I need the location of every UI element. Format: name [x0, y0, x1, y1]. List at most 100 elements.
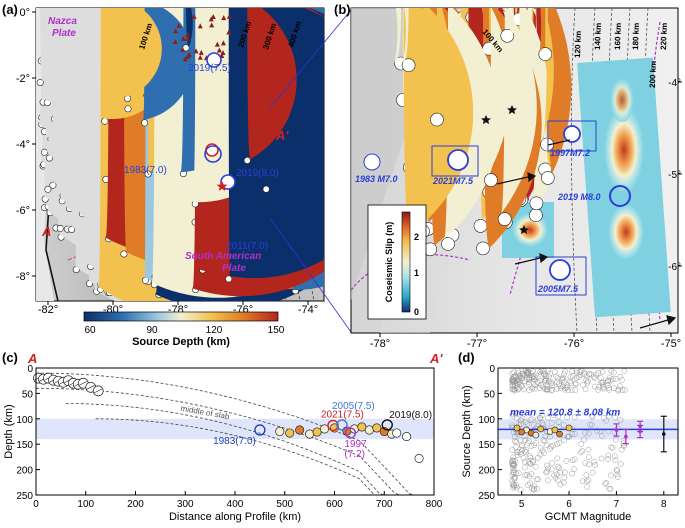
- panel-d-xlabel: GCMT Magnitude: [545, 511, 632, 523]
- event-1997-marker: [204, 145, 222, 163]
- background-event: [595, 369, 602, 376]
- background-event: [533, 476, 540, 483]
- background-event: [546, 373, 552, 380]
- background-event: [605, 456, 611, 462]
- background-event: [554, 455, 561, 462]
- background-event: [571, 431, 578, 437]
- background-event: [509, 458, 516, 465]
- background-event: [612, 414, 618, 421]
- background-event: [584, 378, 591, 385]
- volcano-icon: [209, 22, 215, 28]
- background-event: [603, 479, 610, 486]
- background-event: [539, 420, 546, 427]
- panel-d-y-tick: 50: [484, 389, 496, 400]
- background-event: [615, 386, 622, 393]
- mean-label: mean = 120.8 ± 8.08 km: [510, 407, 620, 418]
- background-event: [527, 460, 533, 467]
- background-event: [521, 464, 528, 471]
- background-event: [605, 378, 612, 385]
- background-event: [512, 382, 518, 389]
- panel-c-x-tick: 500: [276, 499, 293, 510]
- background-event: [511, 461, 518, 468]
- background-event: [553, 373, 560, 380]
- background-event: [544, 462, 550, 469]
- event-b-2021: 2021M7.5: [432, 176, 474, 186]
- panel-c-y-tick: 250: [16, 491, 33, 502]
- background-event: [519, 415, 526, 422]
- panel-b-x-tick: -76°: [564, 338, 584, 350]
- background-event: [617, 417, 624, 423]
- background-event: [567, 378, 574, 385]
- panel-c-xlabel: Distance along Profile (km): [169, 511, 301, 523]
- contour-b-200: 200 km: [648, 61, 658, 88]
- background-event: [580, 382, 587, 388]
- panel-a-axis: -82°-80°-78°-76°-74°0°-2°-4°-6°-8°: [16, 7, 318, 316]
- panel-c-x-tick: 0: [33, 499, 39, 510]
- background-event: [610, 369, 617, 376]
- background-event: [583, 472, 590, 479]
- background-event: [577, 372, 584, 378]
- depth-colorbar-tick: 120: [206, 325, 223, 336]
- background-event: [585, 430, 592, 437]
- panel-c-ylabel: Depth (km): [3, 404, 15, 458]
- volcano-icon: [226, 13, 232, 19]
- background-event: [539, 447, 546, 454]
- background-event: [510, 469, 517, 476]
- event-point: [305, 429, 315, 439]
- background-event: [522, 378, 528, 385]
- background-event: [514, 410, 521, 417]
- contour-b-220: 220 km: [659, 23, 669, 50]
- background-event: [560, 479, 567, 486]
- background-event: [511, 438, 518, 445]
- circle-2021: [447, 149, 469, 171]
- box-2005: [535, 256, 587, 296]
- background-event: [510, 411, 516, 418]
- panel-c: (c) middle of slab1983(7.0)2021(7.5)2005…: [2, 350, 443, 523]
- background-event: [585, 477, 592, 484]
- profile-start-label: A: [27, 351, 37, 366]
- background-event: [614, 467, 621, 474]
- profile-end-label: A': [275, 128, 289, 143]
- profile-end-label: A': [429, 351, 443, 366]
- labeled-event-marker: [336, 419, 348, 431]
- contour-b-140: 140 km: [593, 23, 603, 50]
- background-event: [599, 369, 606, 375]
- large-event-errorbar: [660, 415, 667, 453]
- labeled-event-text: 2005(7.5): [332, 401, 375, 412]
- panel-a-y-tick: -4°: [16, 139, 30, 151]
- background-event: [547, 445, 553, 452]
- panel-c-y-tick: 150: [16, 440, 33, 451]
- background-event: [518, 417, 525, 424]
- panel-a: -82°-80°-78°-76°-74°0°-2°-4°-6°-8° (a) N…: [2, 2, 352, 348]
- panel-d-x-tick: 7: [614, 499, 620, 510]
- panel-b-y-tick: -4°: [668, 78, 681, 89]
- event-point: [414, 453, 424, 463]
- labeled-event-text: 2019(8.0): [389, 410, 432, 421]
- event-point: [364, 425, 374, 435]
- large-event-errorbar: [613, 423, 620, 437]
- panel-a-label: (a): [2, 2, 18, 17]
- background-event: [517, 380, 524, 387]
- volcano-icon: [216, 47, 222, 53]
- circle-2005: [549, 259, 571, 281]
- background-event: [513, 439, 520, 445]
- background-event: [513, 385, 520, 392]
- background-event: [537, 369, 544, 376]
- background-event: [555, 419, 562, 425]
- background-event: [569, 457, 576, 464]
- event-b-2019: 2019 M8.0: [557, 192, 601, 202]
- background-event: [539, 412, 545, 418]
- background-event: [528, 416, 535, 423]
- background-event: [617, 383, 623, 390]
- background-event: [545, 477, 551, 484]
- background-event: [621, 442, 628, 449]
- panel-c-plot: middle of slab1983(7.0)2021(7.5)2005(7.5…: [3, 351, 443, 523]
- background-event: [613, 467, 620, 473]
- background-event: [513, 482, 520, 488]
- volcano-icon: [197, 23, 203, 29]
- background-event: [534, 379, 541, 385]
- background-event: [537, 451, 544, 458]
- background-event: [601, 385, 607, 392]
- background-event: [568, 387, 575, 393]
